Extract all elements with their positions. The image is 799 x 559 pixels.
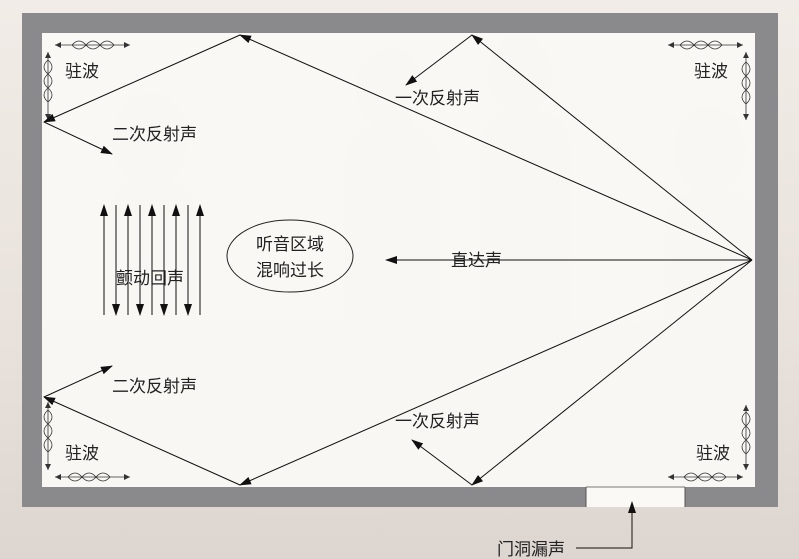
label-standing-wave-br: 驻波 xyxy=(696,444,730,464)
ray-bottom-first-reflection xyxy=(411,439,473,486)
label-standing-wave-tr: 驻波 xyxy=(694,62,728,82)
ray-to-bottom-right-wall xyxy=(471,259,753,486)
label-first-reflection-bottom: 一次反射声 xyxy=(395,412,480,432)
label-listening-zone-line1: 听音区域 xyxy=(256,235,324,255)
standing-wave-tr xyxy=(668,40,751,120)
standing-wave-bl xyxy=(43,402,130,482)
listening-zone-ellipse xyxy=(226,219,354,293)
ray-bottom-second-reflection xyxy=(43,365,113,398)
label-flutter-echo: 颤动回声 xyxy=(116,269,184,289)
ray-top-first-reflection xyxy=(405,34,473,86)
flutter-echo-arrows xyxy=(100,204,204,316)
standing-wave-tl xyxy=(43,40,130,120)
ray-to-top-left-wall xyxy=(239,34,753,261)
label-standing-wave-bl: 驻波 xyxy=(65,444,99,464)
ray-top-to-left-wall xyxy=(43,34,241,123)
sound-rays xyxy=(43,34,753,486)
standing-wave-br xyxy=(668,405,751,482)
ray-to-top-right-wall xyxy=(471,34,753,261)
door-leakage-arrow xyxy=(576,501,636,549)
ray-top-second-reflection xyxy=(43,121,113,155)
door-opening xyxy=(585,486,686,507)
label-door-leakage: 门洞漏声 xyxy=(497,540,565,559)
label-second-reflection-bottom: 二次反射声 xyxy=(112,377,197,397)
label-first-reflection-top: 一次反射声 xyxy=(395,89,480,109)
label-standing-wave-tl: 驻波 xyxy=(65,62,99,82)
labels: 驻波 驻波 驻波 驻波 一次反射声 一次反射声 二次反射声 二次反射声 听音区域… xyxy=(65,62,730,559)
ray-to-bottom-left-wall xyxy=(239,259,753,486)
label-listening-zone-line2: 混响过长 xyxy=(256,261,324,281)
label-second-reflection-top: 二次反射声 xyxy=(112,125,197,145)
label-direct-sound: 直达声 xyxy=(451,251,502,271)
ray-bottom-to-left-wall xyxy=(43,396,241,486)
